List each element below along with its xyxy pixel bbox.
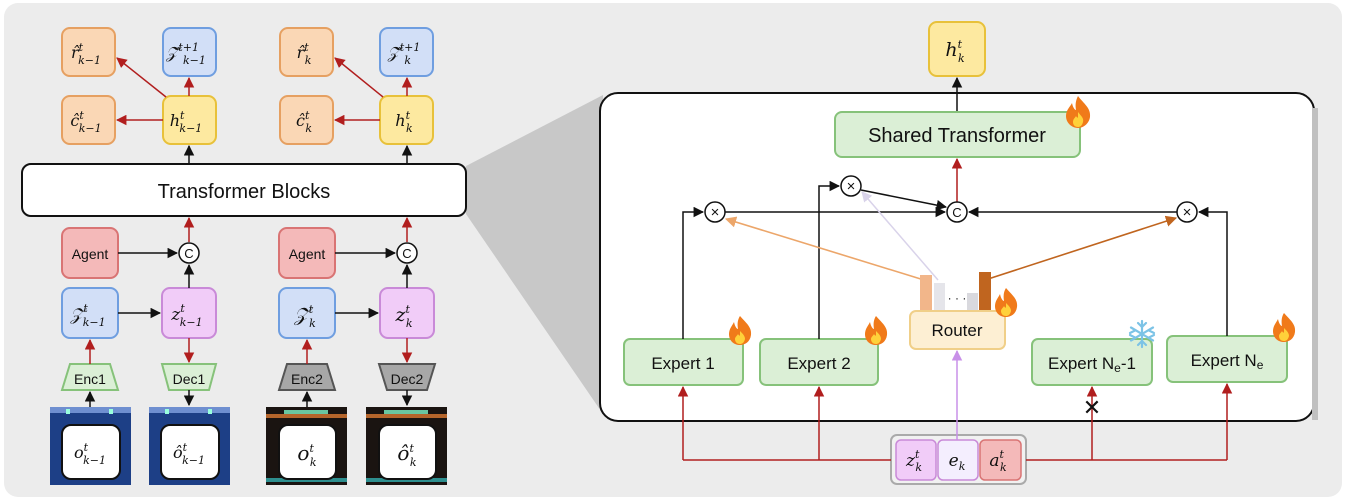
flame-icon <box>995 288 1018 317</box>
r-hat-k-minus-1-node <box>61 27 116 77</box>
flame-icon <box>865 316 888 345</box>
zoom-funnel <box>466 95 603 414</box>
z-k-minus-1-node <box>161 287 217 339</box>
blocked-mark: ✕ <box>1083 395 1101 420</box>
agent-k-label: Agent <box>289 246 326 262</box>
moe-panel-shadow <box>1312 108 1318 420</box>
multiply-expert-1-label: × <box>711 204 720 221</box>
router-bar-1 <box>920 275 932 311</box>
concat-circle-k <box>396 242 418 264</box>
multiply-expert-2-label: × <box>847 178 856 195</box>
expert-ne-minus-1-label: Expert Ne-1 <box>1048 354 1136 375</box>
encoder-1 <box>60 363 120 391</box>
transformer-blocks <box>21 163 467 217</box>
encoder-2-label: Enc2 <box>291 371 323 387</box>
gate-arrow-expert-ne <box>984 215 1178 281</box>
decoder-2-label: Dec2 <box>391 371 424 387</box>
encoder-1-label: Enc1 <box>74 371 106 387</box>
flow-expert-ne-to-multiply <box>1197 206 1228 336</box>
router-bar-3 <box>967 293 978 311</box>
input-e <box>937 439 979 481</box>
svg-text:ôtk−1: ôtk−1 <box>173 441 205 467</box>
z-hat-next-k-node <box>379 27 434 77</box>
input-a <box>979 439 1022 481</box>
concat-label: C <box>952 205 961 220</box>
multiply-expert-ne-label: × <box>1183 204 1192 221</box>
input-z <box>895 439 937 481</box>
flow-expert-2-to-multiply <box>818 180 841 339</box>
decoder-1-label: Dec1 <box>173 371 206 387</box>
c-hat-k-node <box>279 95 334 145</box>
arrow-h-to-r-hat-k <box>334 57 384 98</box>
flame-icon <box>1273 313 1296 342</box>
snowflake-icon <box>1128 319 1156 349</box>
flow-multiply-2-to-concat <box>860 189 948 211</box>
svg-text:otk: otk <box>297 441 316 469</box>
router-dots: · · · <box>948 291 967 305</box>
expert-ne-label: Expert Ne <box>1191 351 1264 372</box>
expert-1-label: Expert 1 <box>651 354 714 373</box>
transformer-blocks-label: Transformer Blocks <box>158 181 331 203</box>
concat-label-k: C <box>402 246 411 261</box>
router-bar-2 <box>934 283 945 311</box>
concat-circle-k-minus-1 <box>178 242 200 264</box>
decoder-2 <box>377 363 437 391</box>
router-bar-4 <box>979 272 991 311</box>
concat-label-k-minus-1: C <box>184 246 193 261</box>
output-h-node <box>928 21 986 77</box>
arrow-h-to-r-hat-k-minus-1 <box>116 57 167 98</box>
gate-arrow-expert-2 <box>861 191 939 281</box>
expert-ne-minus-1 <box>1031 338 1153 386</box>
flame-icon <box>1066 96 1091 128</box>
multiply-expert-2 <box>840 175 862 197</box>
gate-arrow-expert-1 <box>724 216 925 281</box>
encoder-2 <box>277 363 337 391</box>
input-e-label: ek <box>949 451 966 473</box>
agent-k-minus-1-label: Agent <box>72 246 109 262</box>
z-hat-next-k-minus-1-node <box>162 27 217 77</box>
router <box>909 310 1006 350</box>
router-label: Router <box>931 321 982 340</box>
svg-text:ôtk: ôtk <box>397 441 416 469</box>
svg-text:otk−1: otk−1 <box>74 441 106 467</box>
flow-expert-1-to-multiply <box>682 206 705 339</box>
shared-transformer <box>834 111 1081 158</box>
shared-transformer-label: Shared Transformer <box>868 125 1046 147</box>
expert-2-label: Expert 2 <box>787 354 850 373</box>
concat-circle <box>946 201 968 223</box>
decoder-1 <box>160 363 218 391</box>
c-hat-k-minus-1-node <box>61 95 116 145</box>
flame-icon <box>729 316 752 345</box>
r-hat-k-node <box>279 27 334 77</box>
